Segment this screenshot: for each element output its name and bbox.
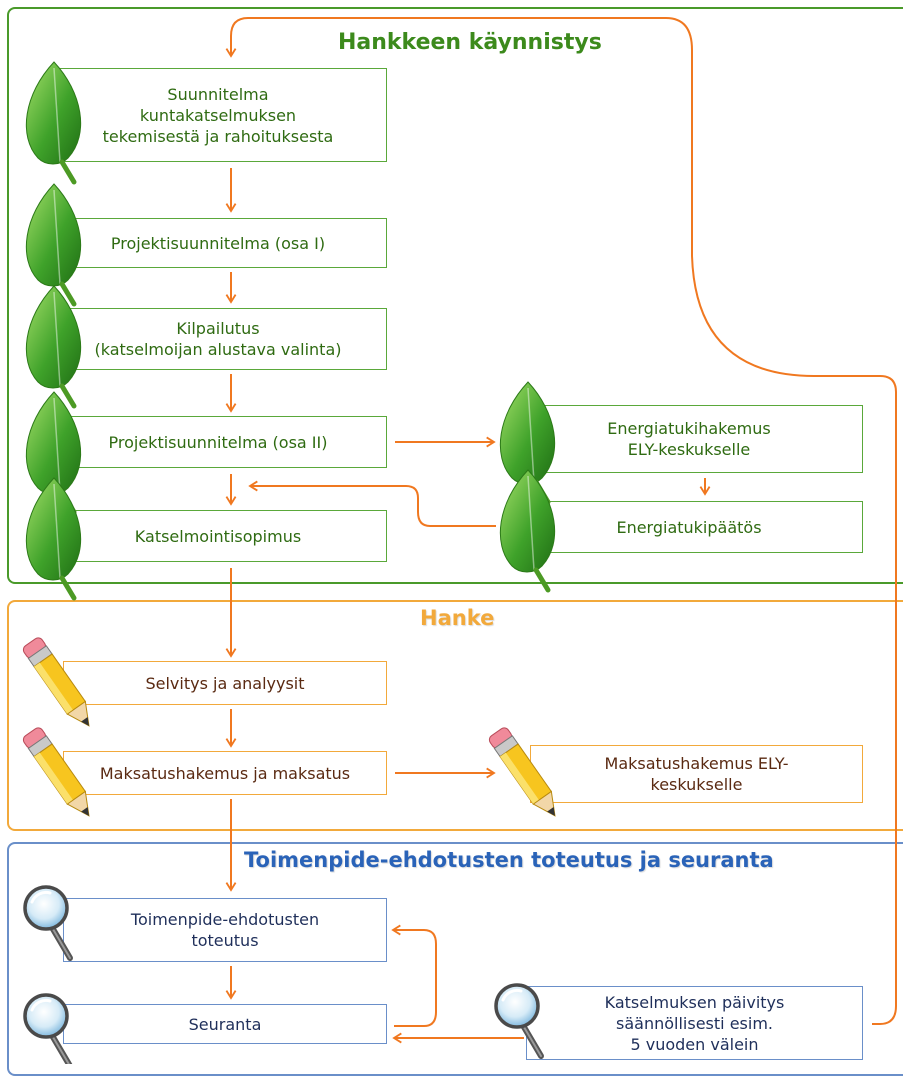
box-sopimus: Katselmointisopimus — [49, 510, 387, 562]
box-selvitys: Selvitys ja analyysit — [63, 661, 387, 705]
box-kilpailutus: Kilpailutus (katselmoijan alustava valin… — [49, 308, 387, 370]
box-maksatus: Maksatushakemus ja maksatus — [63, 751, 387, 795]
section-start — [7, 7, 903, 584]
box-seuranta: Seuranta — [63, 1004, 387, 1044]
section-project — [7, 600, 903, 831]
magnifier-icon — [25, 887, 70, 958]
pencil-icon — [20, 635, 99, 733]
box-energiatukihakemus: Energiatukihakemus ELY-keskukselle — [515, 405, 863, 473]
magnifier-icon — [496, 985, 541, 1056]
leaf-icon — [500, 470, 554, 590]
leaf-icon — [26, 62, 80, 182]
box-suunnitelma: Suunnitelma kuntakatselmuksen tekemisest… — [49, 68, 387, 162]
pencil-icon — [20, 725, 99, 823]
box-paivitys: Katselmuksen päivitys säännöllisesti esi… — [526, 986, 863, 1060]
section-project-title: Hanke — [420, 606, 495, 630]
box-toteutus: Toimenpide-ehdotusten toteutus — [63, 898, 387, 962]
pencil-icon — [486, 725, 565, 823]
section-followup-title: Toimenpide-ehdotusten toteutus ja seuran… — [244, 848, 774, 872]
flow-arrows — [225, 17, 897, 1044]
magnifier-icon — [25, 995, 70, 1064]
box-projekti1: Projektisuunnitelma (osa I) — [49, 218, 387, 268]
box-energiatukipaatos: Energiatukipäätös — [515, 501, 863, 553]
leaf-icon — [26, 478, 80, 598]
section-start-title: Hankkeen käynnistys — [338, 30, 602, 55]
box-projekti2: Projektisuunnitelma (osa II) — [49, 416, 387, 468]
box-maksatus-ely: Maksatushakemus ELY- keskukselle — [530, 745, 863, 803]
